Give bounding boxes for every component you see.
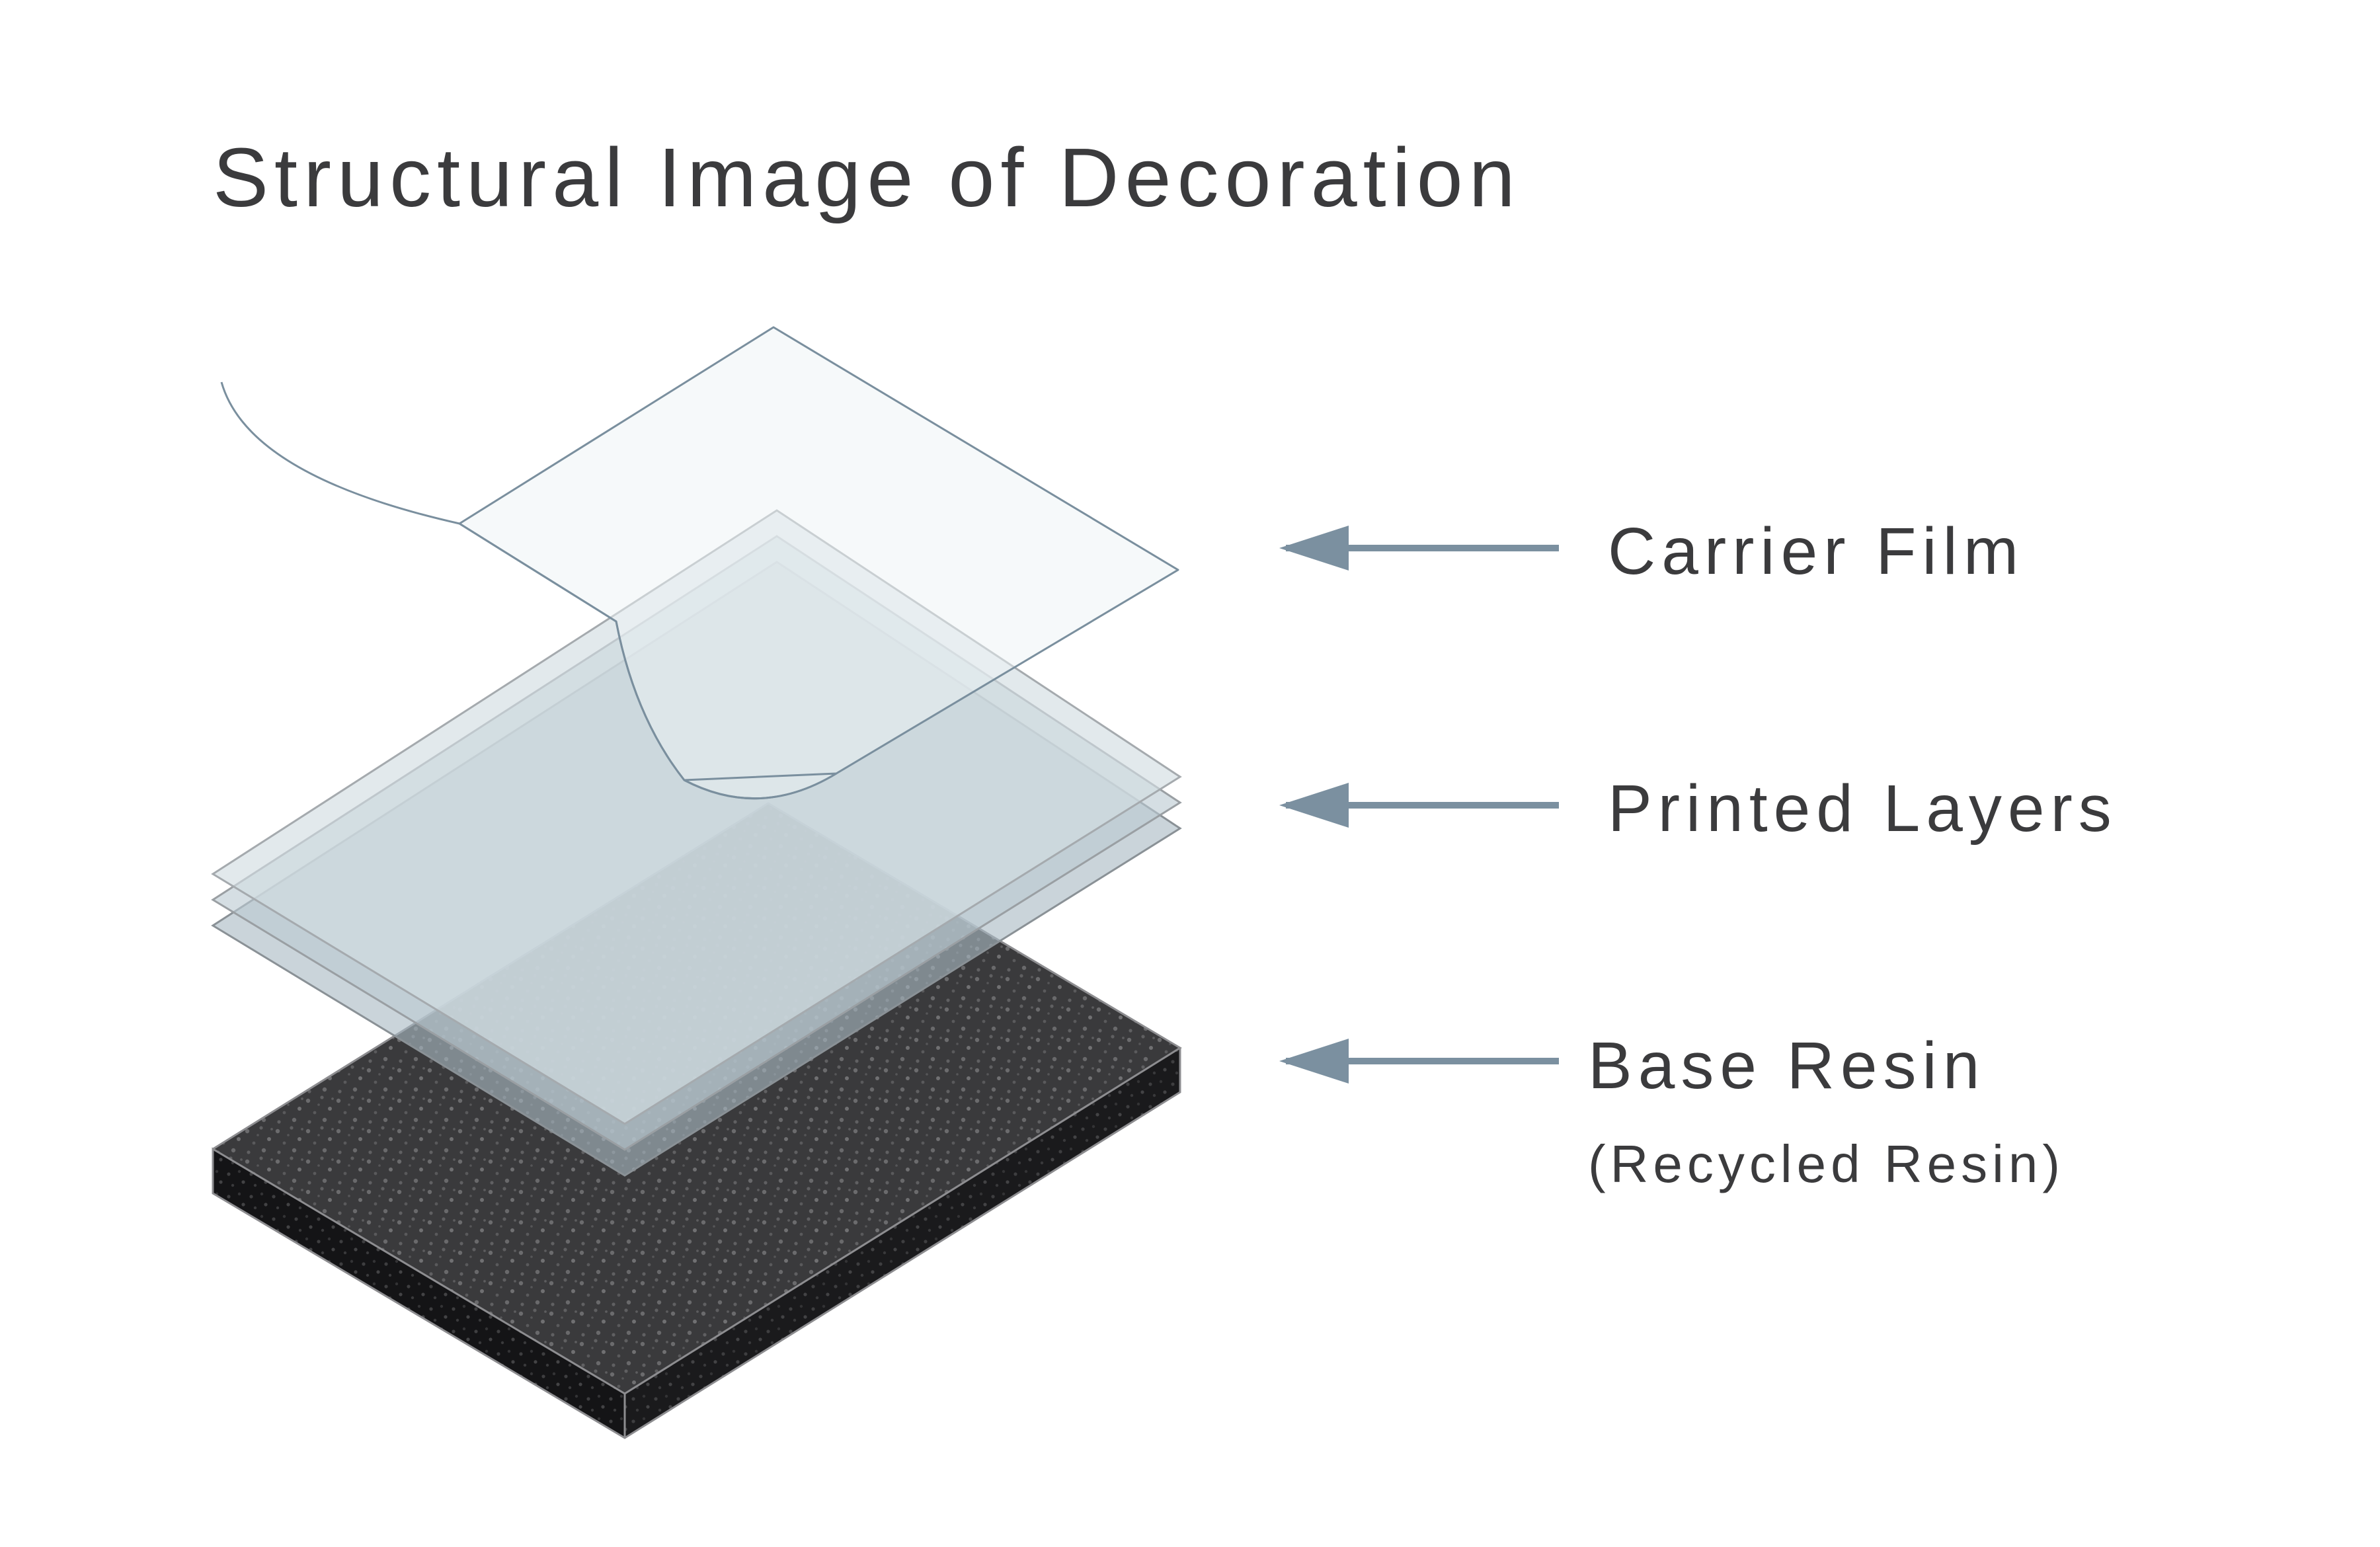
base-resin-front-face-texture — [213, 1149, 625, 1438]
base-resin-arrow — [1279, 1039, 1559, 1084]
carrier-film-arrowhead — [1279, 526, 1349, 571]
printed-layers-arrow — [1279, 783, 1559, 828]
base-resin-sublabel: (Recycled Resin) — [1588, 1134, 2065, 1193]
carrier-film-label: Carrier Film — [1608, 514, 2024, 588]
base-resin-arrowhead — [1279, 1039, 1349, 1084]
carrier-film-peeled-flap — [220, 381, 838, 800]
base-resin-label: Base Resin — [1588, 1029, 1985, 1103]
carrier-film-arrow — [1279, 526, 1559, 571]
base-resin-right-face-texture — [625, 1048, 1180, 1438]
diagram-title: Structural Image of Decoration — [213, 131, 1521, 224]
printed-layers-arrowhead — [1279, 783, 1349, 828]
carrier-film — [220, 326, 1179, 800]
printed-layers-label: Printed Layers — [1608, 772, 2118, 846]
